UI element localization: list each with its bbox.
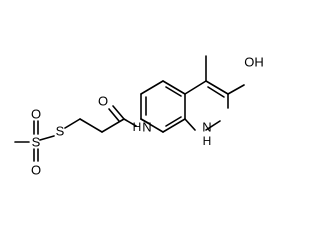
bond xyxy=(165,116,182,127)
amide-linker-bonds xyxy=(64,105,151,133)
ring-nitrogen-label: N xyxy=(202,120,211,135)
sulfonyl-oxygen-bottom-label: O xyxy=(31,163,41,178)
bond xyxy=(79,118,103,133)
bond xyxy=(227,84,245,95)
bond xyxy=(162,80,186,95)
bond xyxy=(123,118,137,127)
sulfonyl-oxygen-top-label: O xyxy=(31,107,41,122)
amide-nitrogen-label: N xyxy=(142,120,151,135)
bond xyxy=(207,86,225,98)
sulfonyl-group-bonds xyxy=(14,120,55,162)
bond xyxy=(205,120,221,131)
bond xyxy=(140,118,151,125)
bond xyxy=(112,105,125,120)
bond xyxy=(39,135,55,141)
quinoline-ring-bonds xyxy=(140,55,245,133)
bond xyxy=(101,118,125,133)
bond xyxy=(205,80,229,95)
amide-nitrogen-hydrogen-label: H xyxy=(133,120,142,134)
bond xyxy=(184,80,207,95)
hydroxyl-label: OH xyxy=(244,55,264,70)
molecule-structure-diagram: O N H N H OH O S O S xyxy=(14,55,264,178)
ring-nitrogen-hydrogen-label: H xyxy=(203,134,212,148)
sulfonyl-sulfur-label: S xyxy=(32,135,41,150)
bond xyxy=(162,118,186,133)
bond xyxy=(184,118,196,131)
bond xyxy=(140,80,164,95)
bond xyxy=(165,86,182,97)
amide-oxygen-label: O xyxy=(98,94,108,109)
bond xyxy=(108,108,120,122)
bond xyxy=(64,118,81,129)
thio-sulfur-label: S xyxy=(56,124,65,139)
